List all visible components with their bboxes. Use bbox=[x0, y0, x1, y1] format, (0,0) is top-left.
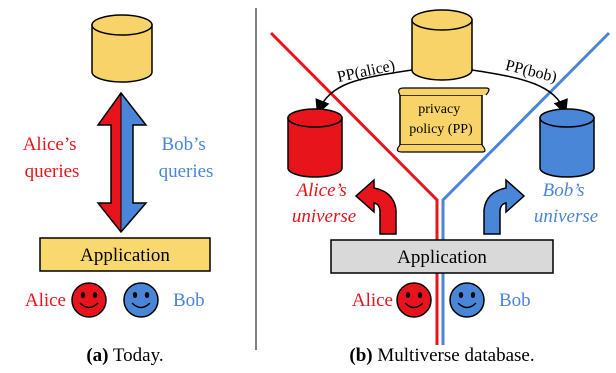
bob-queries-label: Bob’s queries bbox=[159, 134, 214, 182]
alice-smiley-icon bbox=[71, 282, 107, 318]
alice-universe-boundary bbox=[269, 31, 439, 345]
alice-smiley-icon bbox=[396, 282, 432, 318]
alice-label: Alice bbox=[25, 290, 66, 311]
application-box-today: Application bbox=[39, 237, 211, 272]
privacy-policy-scroll-icon: privacy policy (PP) bbox=[396, 87, 490, 153]
bob-curved-arrow-icon bbox=[483, 178, 526, 235]
bob-smiley-icon bbox=[449, 282, 485, 318]
caption-b: (b) Multiverse database. bbox=[349, 345, 534, 366]
application-label: Application bbox=[397, 247, 487, 268]
pp-alice-arrow bbox=[315, 69, 413, 115]
database-cylinder-shared bbox=[411, 9, 473, 81]
bob-universe-label: Bob’s universe bbox=[534, 180, 598, 227]
panel-today: Alice’s queries Bob’s queries Applicatio… bbox=[23, 14, 214, 366]
privacy-policy-label: privacy policy (PP) bbox=[409, 102, 473, 137]
bob-universe-boundary bbox=[441, 31, 611, 345]
bob-label: Bob bbox=[499, 290, 531, 311]
bob-label: Bob bbox=[173, 290, 205, 311]
bidirectional-query-arrow bbox=[96, 91, 148, 234]
application-label: Application bbox=[80, 245, 170, 266]
application-box-multiverse: Application bbox=[330, 239, 554, 274]
panel-multiverse: PP(alice) PP(bob) privacy policy (PP) Al… bbox=[269, 9, 611, 366]
bob-smiley-icon bbox=[123, 282, 159, 318]
alice-universe-label: Alice’s universe bbox=[292, 180, 356, 227]
alice-queries-label: Alice’s queries bbox=[23, 134, 82, 182]
caption-a: (a) Today. bbox=[86, 345, 163, 366]
alice-database-cylinder bbox=[287, 108, 343, 178]
alice-label: Alice bbox=[352, 290, 393, 311]
alice-curved-arrow-icon bbox=[354, 178, 397, 235]
pp-bob-arrow bbox=[471, 69, 568, 115]
pp-alice-label: PP(alice) bbox=[336, 57, 397, 86]
bob-database-cylinder bbox=[539, 108, 595, 178]
database-cylinder-shared bbox=[91, 14, 153, 83]
